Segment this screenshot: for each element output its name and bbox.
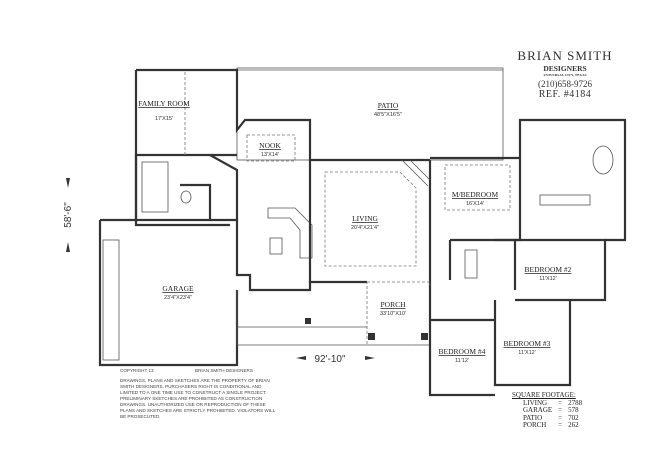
- copyright-year: COPYRIGHT 13: [120, 368, 154, 373]
- porch-column: [305, 318, 311, 324]
- living-walls: [308, 160, 432, 285]
- nook-dim: 13'X14': [261, 152, 279, 158]
- designer-title-block: BRIAN SMITH DESIGNERS UNIVERSAL CITY, TE…: [505, 48, 625, 100]
- porch-area: [366, 281, 431, 346]
- sqft-label: PORCH: [523, 421, 547, 429]
- hall-bath-walls: [448, 238, 517, 290]
- bedroom-2-dim: 11'X12': [539, 276, 557, 282]
- garage-door: [102, 239, 120, 361]
- master-walls: [430, 118, 627, 242]
- plan-ref: REF. #4184: [538, 89, 592, 100]
- designer-location: UNIVERSAL CITY, TEXAS: [543, 73, 587, 77]
- sqft-row: PORCH = 262: [520, 421, 585, 430]
- bedroom-4-walls: [428, 285, 495, 397]
- width-dimension: 92'-10": [314, 354, 345, 365]
- living-label: LIVING: [352, 214, 378, 223]
- vanity-fixture: [539, 194, 591, 206]
- sqft-row: GARAGE = 578: [520, 406, 585, 415]
- fireplace: [401, 159, 431, 187]
- sqft-equals: =: [558, 406, 563, 414]
- utility-walls: [134, 154, 239, 225]
- designer-subtitle: DESIGNERS: [543, 64, 587, 73]
- master-bedroom-label: M/BEDROOM: [452, 190, 499, 199]
- square-footage-title: SQUARE FOOTAGE:: [512, 391, 576, 399]
- porch-dim: 33'10"X10': [380, 311, 406, 317]
- kitchen-walls: [235, 225, 367, 292]
- sqft-label: LIVING: [523, 398, 548, 407]
- living-dim: 20'4"X21'4": [351, 225, 379, 231]
- bedroom-3-dim: 11'X12': [518, 350, 536, 356]
- copyright-line: COPYRIGHT 13 BRIAN SMITH DESIGNERS: [120, 368, 275, 374]
- sqft-row: PATIO = 702: [520, 413, 585, 423]
- toilet-fixture: [180, 190, 192, 204]
- nook-label: NOOK: [259, 141, 281, 150]
- sqft-label: GARAGE: [523, 406, 553, 414]
- sqft-value: 262: [568, 421, 579, 429]
- designer-name: BRIAN SMITH: [517, 48, 613, 63]
- family-room-dim: 17'X15': [155, 116, 173, 122]
- depth-dimension: 58'-6": [63, 202, 74, 228]
- kitchen-island-counter: [267, 207, 313, 259]
- sqft-row: LIVING = 2788: [520, 398, 585, 408]
- bedroom-2-label: BEDROOM #2: [525, 265, 572, 274]
- sqft-equals: =: [558, 413, 563, 422]
- garage-label: GARAGE: [162, 284, 194, 293]
- living-ceiling: [324, 171, 417, 267]
- bedroom-2-walls: [515, 238, 607, 302]
- porch-label: PORCH: [380, 300, 406, 309]
- porch-column: [421, 333, 428, 340]
- family-room-walls: [134, 68, 239, 227]
- bedroom-3-walls: [493, 300, 572, 387]
- hall-tub: [464, 249, 478, 279]
- garage-dim: 23'4"X23'4": [164, 295, 192, 301]
- tub-fixture: [592, 145, 614, 175]
- bedroom-3-label: BEDROOM #3: [504, 339, 551, 348]
- sqft-equals: =: [558, 421, 563, 429]
- patio-dim: 48'5"X16'5": [374, 112, 402, 118]
- copyright-notice: COPYRIGHT 13 BRIAN SMITH DESIGNERS DRAWIN…: [120, 368, 275, 420]
- family-room-label: FAMILY ROOM: [138, 99, 190, 108]
- square-footage-table: LIVING = 2788 GARAGE = 578 PATIO = 702 PORCH = 2…: [520, 398, 585, 430]
- square-footage-block: SQUARE FOOTAGE: LIVING = 2788 GARAGE = 578 P…: [512, 391, 585, 430]
- master-ceiling: [444, 164, 511, 211]
- sqft-value: 578: [568, 406, 579, 414]
- nook-area: [246, 134, 296, 162]
- master-bedroom-dim: 16'X14': [466, 201, 484, 207]
- patio-label: PATIO: [378, 101, 399, 110]
- laundry-fixtures: [141, 161, 169, 213]
- front-walk: [236, 290, 430, 346]
- sqft-label: PATIO: [523, 413, 543, 422]
- sqft-value: 2788: [568, 398, 583, 407]
- sqft-equals: =: [558, 398, 563, 407]
- copyright-text: DRAWINGS, PLANS AND SKETCHES ARE THE PRO…: [120, 378, 275, 419]
- porch-column: [368, 333, 375, 340]
- copyright-owner: BRIAN SMITH DESIGNERS: [195, 368, 253, 373]
- bedroom-4-dim: 11'12': [455, 358, 469, 364]
- designer-phone: (210)658-9726: [538, 79, 592, 89]
- kitchen-island: [269, 237, 283, 255]
- nook-walls: [235, 100, 430, 162]
- bedroom-4-label: BEDROOM #4: [439, 347, 486, 356]
- sqft-value: 702: [568, 413, 579, 422]
